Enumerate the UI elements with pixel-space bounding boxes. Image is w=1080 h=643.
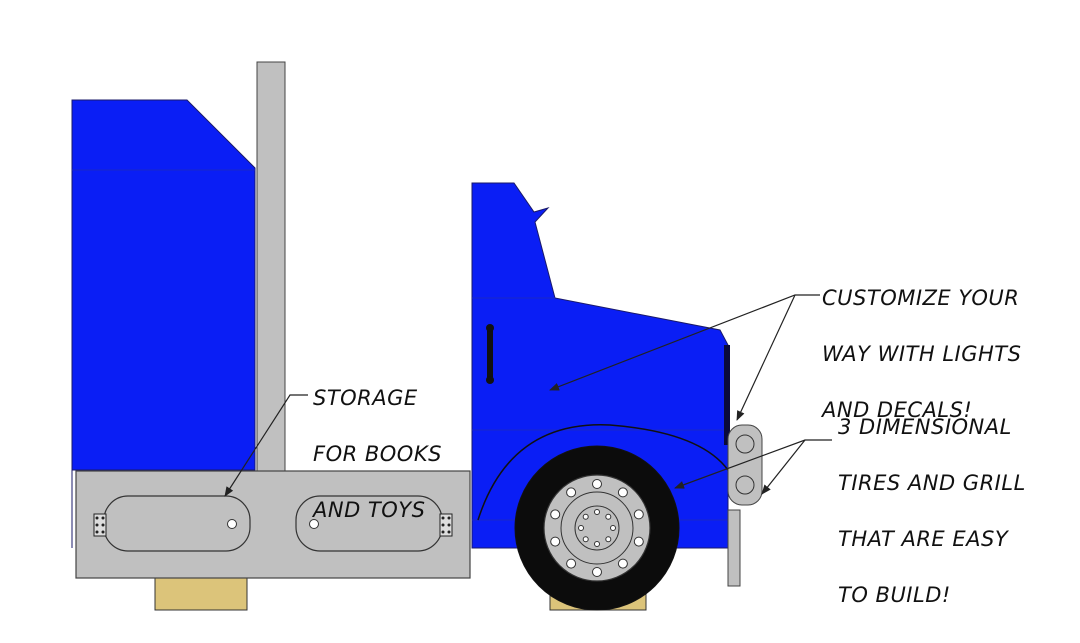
- lug-nut: [592, 567, 602, 577]
- lug-nut: [617, 558, 628, 569]
- fender-arch: [477, 424, 729, 521]
- callout-customize-line: CUSTOMIZE YOUR: [822, 286, 1020, 310]
- finger-hole-left: [227, 519, 237, 529]
- callout-tires: 3 DIMENSIONAL TIRES AND GRILL THAT ARE E…: [838, 385, 1026, 609]
- callout-storage-line: STORAGE: [313, 386, 418, 410]
- front-tire: [514, 445, 680, 611]
- leader-storage: [224, 394, 308, 497]
- hub-bolt: [578, 525, 584, 531]
- callout-storage-line: FOR BOOKS: [313, 442, 442, 466]
- lug-nut: [566, 487, 577, 498]
- hub-bolt: [605, 513, 612, 520]
- bumper-light-bottom: [735, 475, 755, 495]
- hub-bolts: [578, 509, 616, 547]
- lug-nut: [633, 509, 644, 520]
- wood-block-rear: [154, 577, 248, 611]
- callout-tires-line: THAT ARE EASY: [838, 527, 1009, 551]
- callout-tires-line: TIRES AND GRILL: [838, 471, 1026, 495]
- grille-edge: [724, 345, 730, 445]
- callout-tires-line: 3 DIMENSIONAL: [838, 415, 1012, 439]
- hub-bolt: [605, 536, 612, 543]
- lug-nut: [550, 536, 561, 547]
- hub-bolt: [582, 536, 589, 543]
- lug-nuts: [550, 479, 644, 577]
- bumper-lower: [727, 509, 741, 587]
- hub-bolt: [610, 525, 616, 531]
- lug-nut: [566, 558, 577, 569]
- hub-bolt: [594, 509, 600, 515]
- leader-tires-b: [761, 439, 806, 495]
- hub-bolt: [582, 513, 589, 520]
- sleeper-cab: [71, 99, 256, 548]
- lug-nut: [617, 487, 628, 498]
- callout-customize-line: WAY WITH LIGHTS: [822, 342, 1022, 366]
- hub-bolt: [594, 541, 600, 547]
- hinge-right-icon: [439, 513, 453, 537]
- callout-customize-line: AND DECALS!: [822, 398, 973, 422]
- callout-customize: CUSTOMIZE YOUR WAY WITH LIGHTS AND DECAL…: [822, 256, 1021, 424]
- hinge-left-icon: [93, 513, 107, 537]
- bumper-light-top: [735, 434, 755, 454]
- storage-box: [75, 470, 471, 579]
- leader-customize-b: [736, 294, 796, 421]
- lug-nut: [633, 536, 644, 547]
- finger-hole-right: [309, 519, 319, 529]
- exhaust-stack: [256, 61, 286, 473]
- callout-storage: STORAGE FOR BOOKS AND TOYS: [313, 356, 442, 524]
- callout-tires-line: TO BUILD!: [838, 583, 951, 607]
- lug-nut: [550, 509, 561, 520]
- lug-nut: [592, 479, 602, 489]
- door-handle: [486, 324, 494, 384]
- callout-storage-line: AND TOYS: [313, 498, 426, 522]
